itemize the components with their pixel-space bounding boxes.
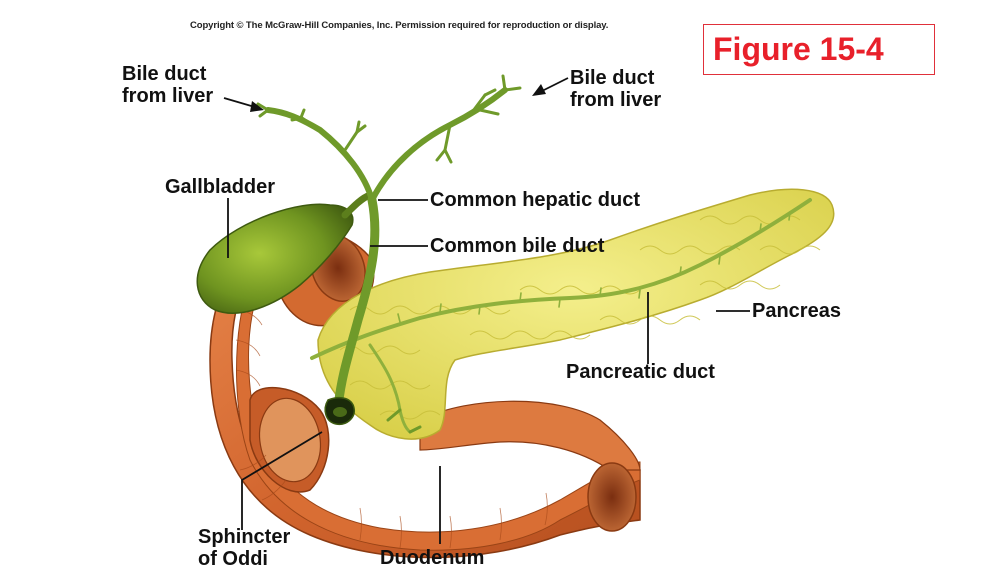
sphincter-of-oddi xyxy=(324,396,355,426)
label-bile-duct-left-line2: from liver xyxy=(122,85,214,107)
label-duodenum: Duodenum xyxy=(380,547,485,569)
copyright-notice: Copyright © The McGraw-Hill Companies, I… xyxy=(190,20,609,31)
label-pancreas: Pancreas xyxy=(752,300,841,322)
label-pancreatic-duct: Pancreatic duct xyxy=(566,361,715,383)
bile-ducts xyxy=(256,74,522,434)
label-common-hepatic-duct: Common hepatic duct xyxy=(430,189,641,211)
figure-label-box xyxy=(703,24,935,75)
label-sphincter-line1: Sphincter xyxy=(198,526,291,548)
leader-lines xyxy=(223,77,750,544)
figure-label: Figure 15-4 xyxy=(713,31,884,67)
label-common-bile-duct: Common bile duct xyxy=(430,235,605,257)
label-bile-duct-right-line1: Bile duct xyxy=(570,67,655,89)
label-gallbladder: Gallbladder xyxy=(165,176,276,198)
label-sphincter-line2: of Oddi xyxy=(198,548,268,570)
label-bile-duct-left-line1: Bile duct xyxy=(122,63,207,85)
pancreas xyxy=(317,188,835,440)
label-bile-duct-right-line2: from liver xyxy=(570,89,662,111)
